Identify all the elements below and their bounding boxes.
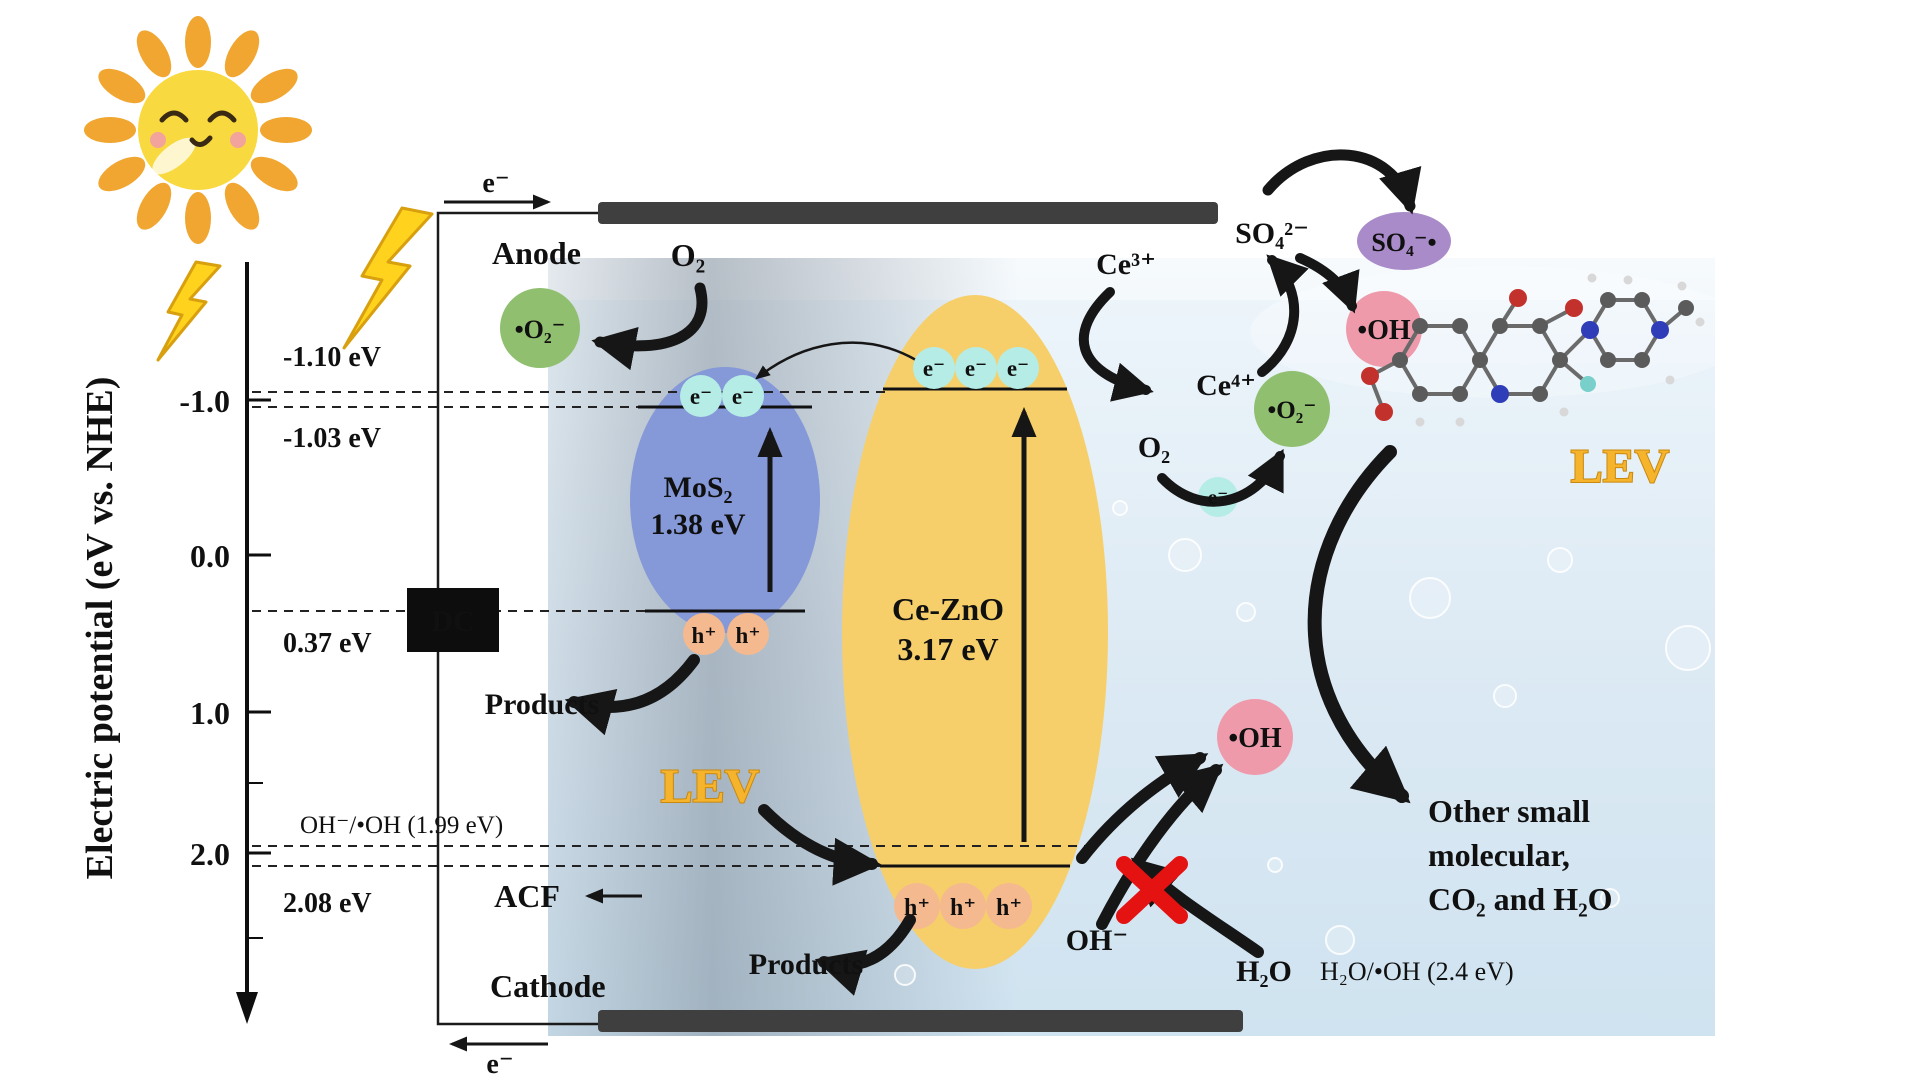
superoxide-right-circle [1254,371,1330,447]
products-left-label: Products [485,688,599,721]
sulfate-radical-ellipse [1357,212,1451,270]
superoxide-left-circle [500,288,580,368]
bubbles [894,461,1711,986]
sulfate-label: SO₄²⁻ [1235,217,1309,250]
lightning-icon [156,260,222,362]
mos2-holes [683,613,769,655]
other-products-line1: Other small [1428,793,1590,829]
dc-label: DC [431,605,474,638]
lightning-icon [342,206,434,350]
ce4-label: Ce⁴⁺ [1196,369,1256,402]
water-label: H₂O [1236,955,1292,988]
axis-tick-1: 1.0 [190,695,230,731]
lev-left-label: LEV [661,760,760,813]
arrow-ceznovb-to-products [814,914,916,996]
level-h2o-redox: H₂O/•OH (2.4 eV) [1320,957,1514,986]
ce3-label: Ce³⁺ [1096,248,1156,281]
electron-bottom-label: e⁻ [486,1049,513,1080]
arrow-hydroxide-to-oh [1096,763,1224,930]
arrow-o2-to-superoxide [591,282,708,371]
cathode-electrode-bar [598,1010,1243,1032]
mos2-h1: h⁺ [692,623,717,648]
oh-mid-label: •OH [1228,723,1282,754]
hydroxyl-mid-circle [1217,699,1293,775]
axis-tick-2: 2.0 [190,836,230,872]
cezno-e1: e⁻ [923,356,945,381]
o2-right-label: O₂ [1138,431,1170,464]
axis-title: Electric potential (eV vs. NHE) [79,377,121,880]
anode-electrode-bar [598,202,1218,224]
cezno-h2: h⁺ [950,895,976,921]
arrow-lev-degradation [1307,445,1411,804]
sun-icon [84,16,312,244]
cezno-e3: e⁻ [1007,356,1029,381]
superoxide-right-label: •O₂⁻ [1268,397,1317,424]
cezno-ellipse [842,295,1108,969]
arrow-o2e-to-superoxide [1157,448,1285,507]
arrow-sulfate-to-radical [1262,149,1422,215]
level-vb-mos2: 0.37 eV [283,628,372,659]
cezno-gap: 3.17 eV [897,631,998,667]
acf-label: ACF [494,878,560,914]
anode-label: Anode [492,235,581,271]
cezno-name: Ce-ZnO [892,591,1004,627]
mos2-e2: e⁻ [732,384,754,409]
oh-top-label: •OH [1357,315,1411,346]
level-cb-cezno: -1.10 eV [283,342,381,373]
red-x-icon [1116,856,1188,924]
electron-right-label: e⁻ [1208,485,1228,509]
axis-arrowhead [236,992,258,1024]
axis-tick-0: 0.0 [190,538,230,574]
electron-top-label: e⁻ [482,168,509,199]
hydroxide-label: OH⁻ [1066,924,1129,957]
mos2-gap: 1.38 eV [651,508,746,541]
arrow-lev-to-ceznovb [758,804,882,886]
arrow-cycle-to-oh [1295,253,1360,314]
level-vb-cezno: 2.08 eV [283,888,372,919]
cezno-electrons [913,347,1039,389]
other-products-line3: CO₂ and H₂O [1428,881,1613,917]
products-bottom-label: Products [749,948,863,981]
arrow-water-blocked [1130,857,1264,958]
arrow-mos2vb-to-products [564,654,700,736]
cezno-e2: e⁻ [965,356,987,381]
o2-left-label: O₂ [671,237,705,273]
potential-axis [245,262,271,995]
hydroxyl-top-circle [1346,291,1422,367]
arrow-ce4-to-sulfate [1257,254,1309,377]
lev-molecule-graphic [1361,273,1705,427]
other-products-line2: molecular, [1428,837,1570,873]
level-oh-redox: OH⁻/•OH (1.99 eV) [300,812,503,839]
mos2-name: MoS₂ [664,471,733,504]
sulfate-radical-label: SO₄⁻• [1371,228,1436,257]
dc-source [407,588,499,652]
cathode-label: Cathode [490,968,606,1004]
mos2-electrons [680,375,764,417]
arrow-ce3-to-ce4 [1078,287,1154,402]
cezno-h1: h⁺ [904,895,930,921]
axis-tick-minus1: -1.0 [179,383,230,419]
superoxide-left-label: •O₂⁻ [515,315,566,344]
lev-right-label: LEV [1571,440,1670,493]
mos2-e1: e⁻ [690,384,712,409]
mos2-h2: h⁺ [736,623,761,648]
electron-transfer-arrow [755,341,917,380]
cezno-h3: h⁺ [996,895,1022,921]
level-cb-mos2: -1.03 eV [283,423,381,454]
